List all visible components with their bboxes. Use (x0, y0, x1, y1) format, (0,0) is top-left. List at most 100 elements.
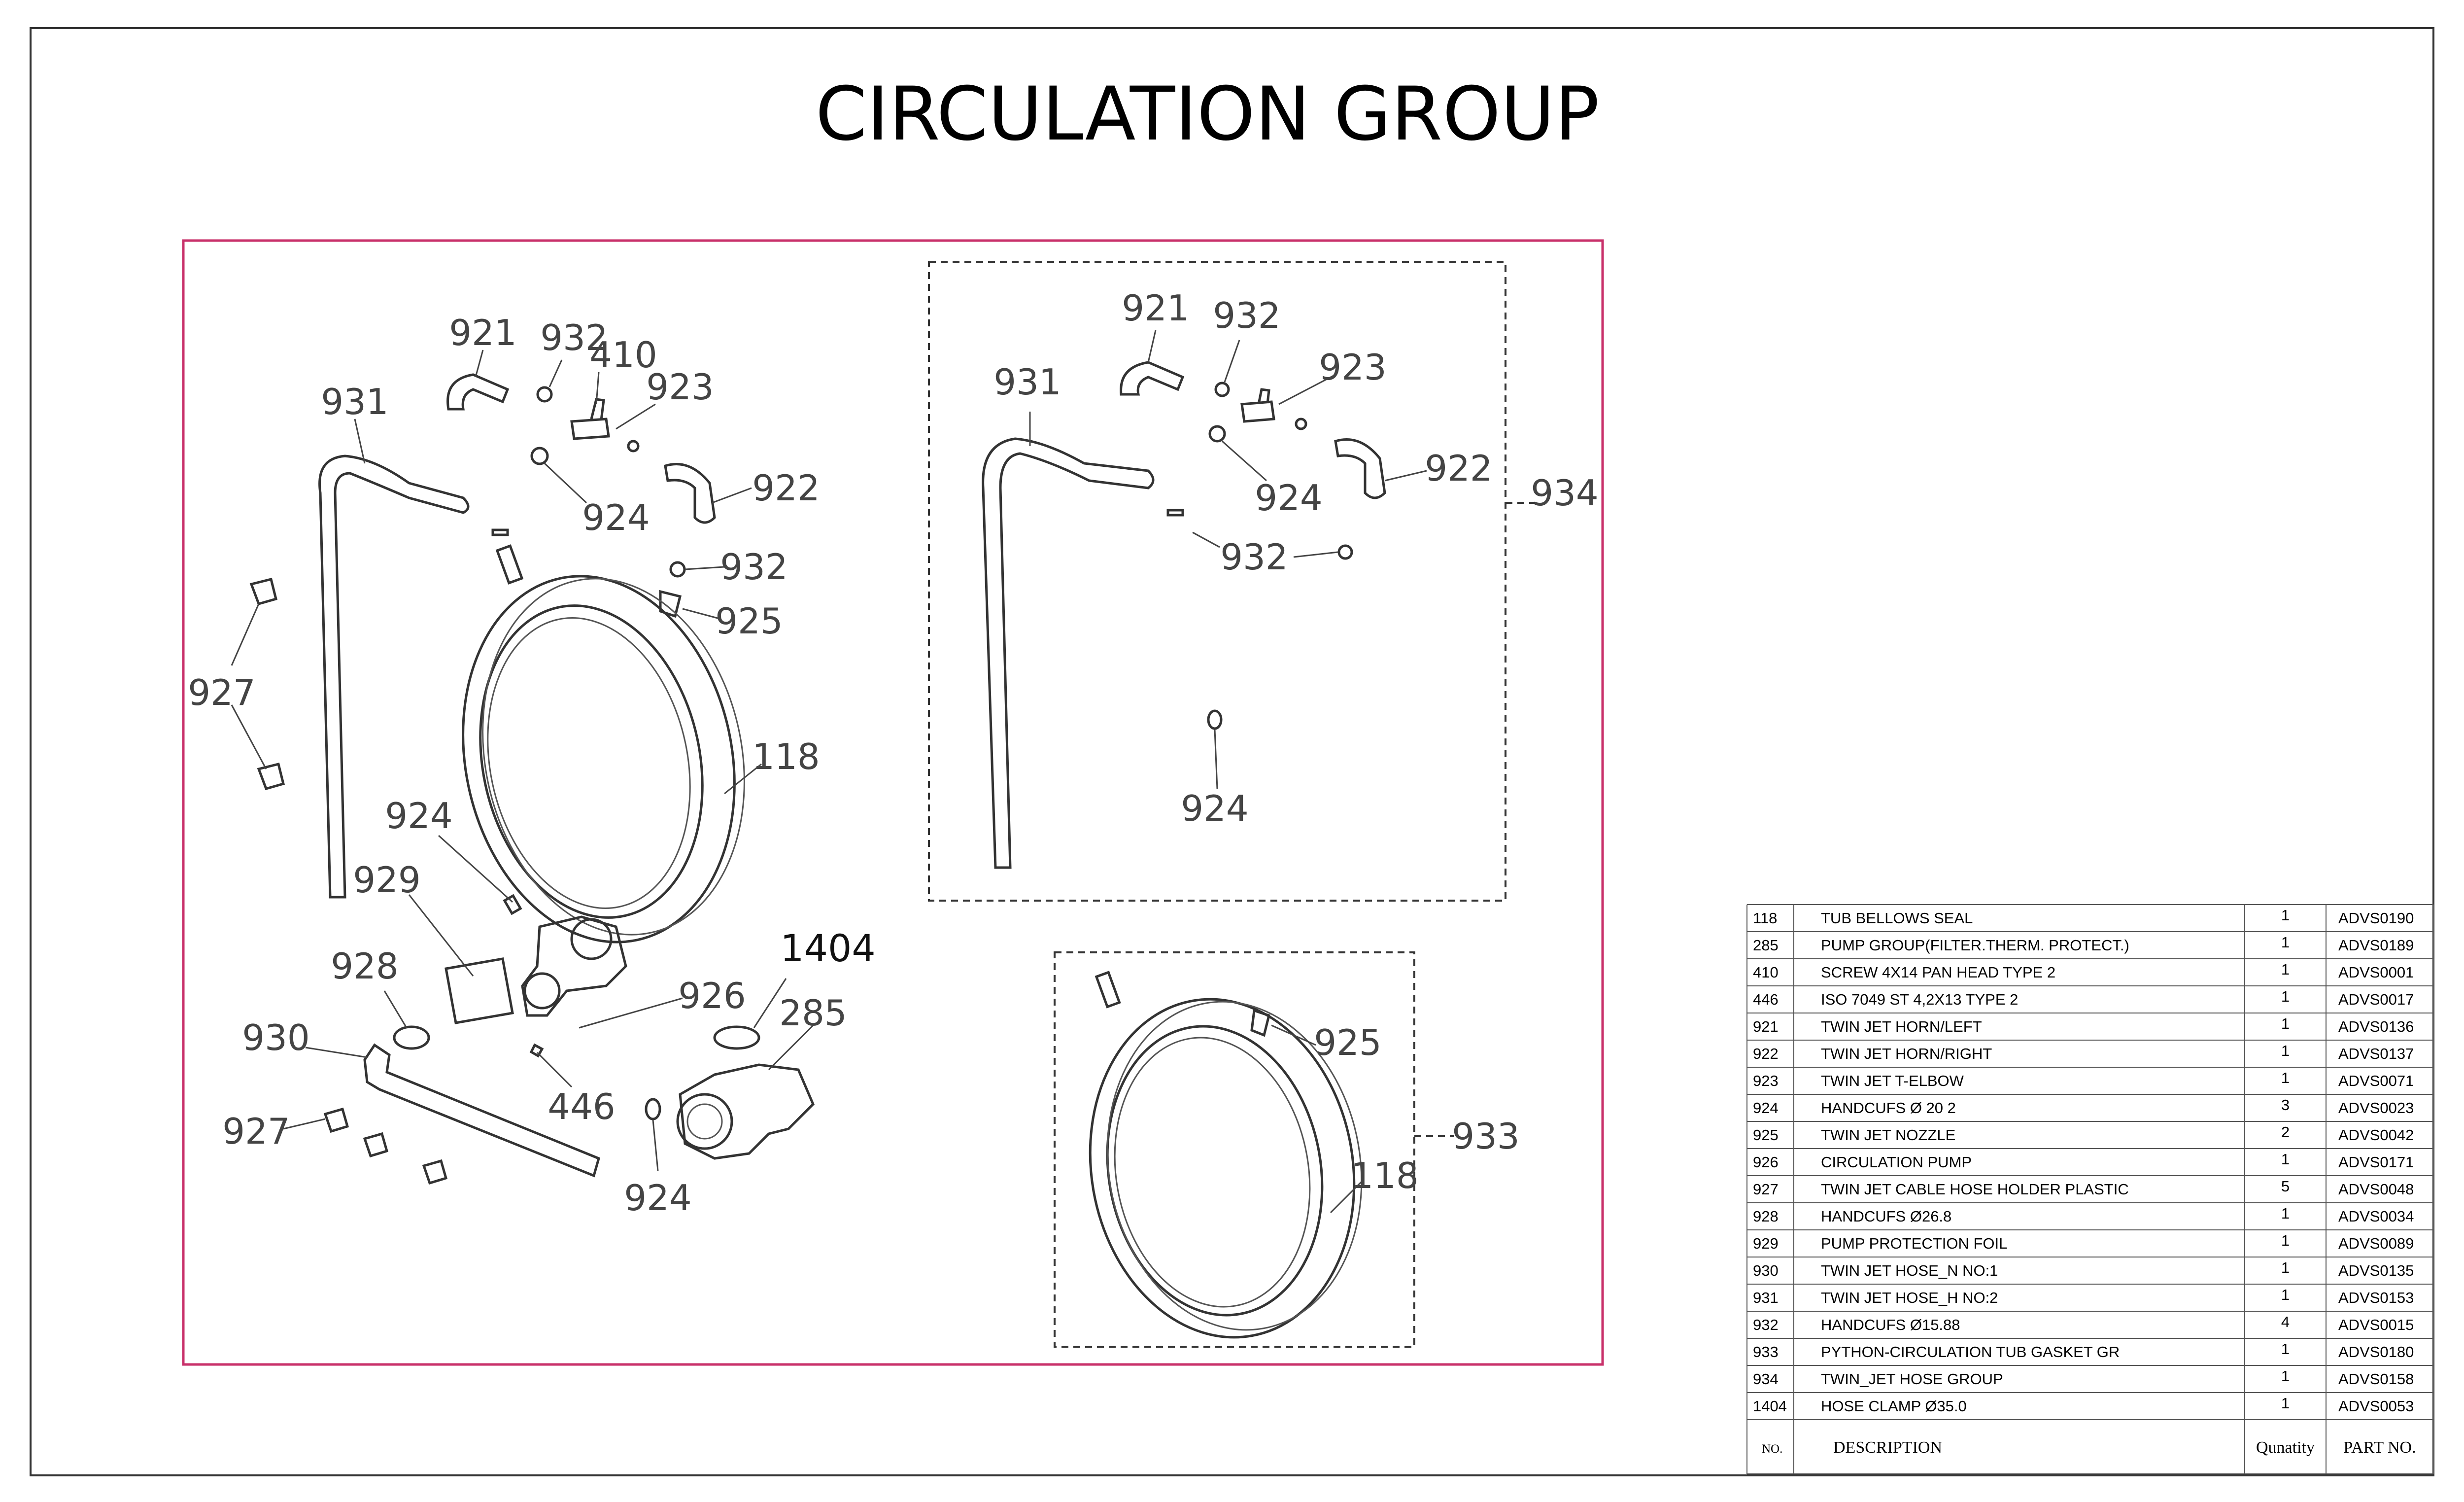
table-cell-no: 925 (1753, 1126, 1779, 1144)
callout-932: 932 (720, 546, 787, 588)
table-header-quantity: Qunatity (2256, 1438, 2315, 1457)
table-cell-no: 924 (1753, 1099, 1779, 1117)
part-928-clamp (393, 1025, 430, 1050)
leader-924b (438, 835, 513, 903)
g934-leader-921 (1147, 330, 1157, 363)
table-cell-no: 118 (1753, 909, 1777, 927)
leader-932a (548, 359, 563, 387)
main-exploded-view: 921 932 410 923 931 924 922 932 925 927 … (188, 312, 875, 1219)
g933-part-nozzle-top (1095, 971, 1121, 1009)
table-cell-qty: 1 (2281, 1286, 2290, 1303)
part-923-clip (627, 440, 640, 453)
table-cell-description: HANDCUFS Ø 20 2 (1821, 1099, 1956, 1117)
leader-924c (652, 1119, 659, 1171)
part-118-seal-outer (462, 575, 736, 943)
table-cell-no: 285 (1753, 937, 1779, 954)
g933-callout-118: 118 (1351, 1155, 1418, 1196)
part-nozzle-top (495, 544, 524, 585)
table-cell-no: 932 (1753, 1316, 1779, 1333)
g934-part-932-clip-b (1337, 544, 1353, 560)
g934-callout-923: 923 (1319, 347, 1386, 388)
g933-part-118-seal-outer (1089, 998, 1356, 1339)
callout-926: 926 (678, 975, 746, 1016)
table-cell-description: ISO 7049 ST 4,2X13 TYPE 2 (1821, 991, 2018, 1008)
table-cell-no: 446 (1753, 991, 1779, 1008)
callout-927: 927 (222, 1111, 290, 1152)
table-header-no: NO. (1762, 1442, 1782, 1456)
group-933-frame (1054, 951, 1415, 1348)
table-cell-no: 1404 (1753, 1397, 1787, 1415)
part-924-clip-bottom (645, 1098, 661, 1120)
leader-921 (475, 349, 484, 378)
table-cell-qty: 2 (2281, 1123, 2290, 1141)
table-cell-qty: 1 (2281, 1205, 2290, 1222)
g934-callout-922: 922 (1425, 448, 1492, 489)
table-cell-qty: 1 (2281, 1395, 2290, 1412)
table-cell-description: CIRCULATION PUMP (1821, 1153, 1972, 1171)
table-cell-qty: 1 (2281, 961, 2290, 978)
part-927-holder-a (249, 577, 278, 606)
table-cell-part-no: ADVS0034 (2338, 1208, 2414, 1225)
table-cell-part-no: ADVS0048 (2338, 1181, 2414, 1198)
callout-923: 923 (646, 366, 714, 408)
leader-925 (682, 608, 720, 620)
g934-leader-923 (1278, 374, 1336, 405)
table-cell-qty: 4 (2281, 1313, 2290, 1330)
table-cell-description: TWIN JET HORN/LEFT (1821, 1018, 1982, 1035)
table-header-description: DESCRIPTION (1833, 1438, 1942, 1457)
g934-part-screw (1166, 509, 1184, 517)
g933-part-118-seal-inner2 (1114, 1037, 1311, 1308)
leader-931 (354, 419, 366, 464)
table-cell-part-no: ADVS0153 (2338, 1289, 2414, 1306)
group-933-tub-gasket-group: 925 118 933 (1054, 951, 1520, 1348)
table-cell-description: TUB BELLOWS SEAL (1821, 909, 1973, 927)
table-cell-description: TWIN JET NOZZLE (1821, 1126, 1955, 1144)
table-cell-no: 933 (1753, 1343, 1779, 1361)
leader-929 (408, 894, 474, 977)
callout-1404: 1404 (780, 926, 875, 970)
part-446-screw (529, 1043, 544, 1058)
table-cell-part-no: ADVS0001 (2338, 964, 2414, 981)
leader-1404 (753, 978, 787, 1028)
part-927-holder-c (323, 1107, 349, 1133)
g934-part-922-horn (1334, 438, 1386, 499)
g933-callout-933: 933 (1452, 1116, 1519, 1157)
g934-part-923-telbow (1240, 388, 1275, 423)
g934-callout-932: 932 (1213, 295, 1280, 336)
leader-927c (283, 1118, 326, 1130)
table-cell-no: 930 (1753, 1262, 1779, 1279)
part-285-filter-cap-inner (686, 1103, 723, 1140)
table-cell-no: 934 (1753, 1370, 1779, 1388)
table-cell-no: 921 (1753, 1018, 1779, 1035)
table-cell-description: PUMP PROTECTION FOIL (1821, 1235, 2007, 1252)
part-924-small (503, 894, 522, 915)
g933-part-118-seal-rim (1106, 1001, 1363, 1331)
callout-930: 930 (242, 1017, 309, 1058)
part-118-seal-inner2 (487, 617, 691, 909)
part-922-horn (664, 463, 716, 524)
table-cell-no: 923 (1753, 1072, 1779, 1089)
table-cell-description: HANDCUFS Ø26.8 (1821, 1208, 1951, 1225)
table-cell-qty: 1 (2281, 934, 2290, 951)
table-cell-no: 931 (1753, 1289, 1779, 1306)
g934-part-924-clip-b (1207, 709, 1223, 730)
callout-924: 924 (582, 497, 650, 538)
callout-924: 924 (385, 795, 452, 837)
g934-part-921-horn (1120, 361, 1185, 396)
table-cell-part-no: ADVS0190 (2338, 909, 2414, 927)
callout-927: 927 (188, 672, 255, 713)
part-926-pump-port (523, 972, 561, 1010)
table-cell-qty: 1 (2281, 1015, 2290, 1032)
g934-part-932-clip (1214, 382, 1230, 397)
group-934-twin-jet-hose-group: 921 932 923 931 924 922 932 924 934 (928, 261, 1599, 902)
callout-929: 929 (353, 859, 420, 901)
part-932-clip (536, 386, 553, 403)
part-931-hose (318, 454, 470, 899)
g934-leader-924b (1214, 729, 1218, 789)
g933-leader-118 (1330, 1180, 1364, 1214)
part-285-filter-cap (676, 1093, 733, 1150)
g934-callout-931: 931 (993, 361, 1061, 403)
g933-callout-925: 925 (1314, 1022, 1381, 1063)
g934-leader-932 (1224, 340, 1240, 383)
